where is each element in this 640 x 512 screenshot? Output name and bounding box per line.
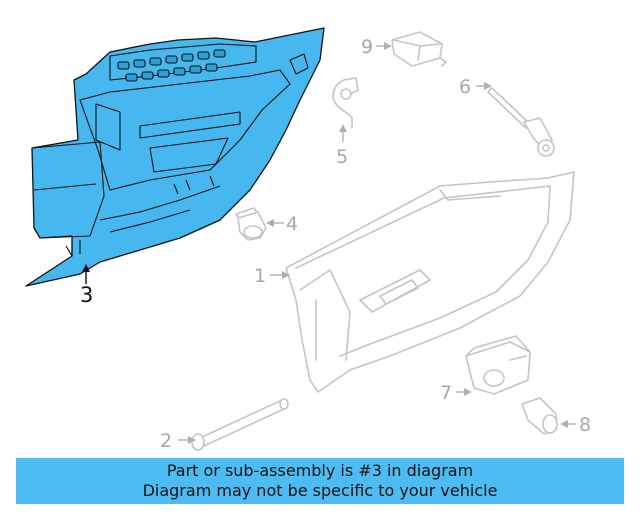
callout-2: 2 — [160, 430, 172, 452]
callout-5: 5 — [336, 146, 348, 168]
banner-line-2: Diagram may not be specific to your vehi… — [142, 481, 498, 500]
part-6-damper[interactable] — [487, 87, 555, 157]
leader-lines — [82, 42, 576, 444]
banner-line-1: Part or sub-assembly is #3 in diagram — [166, 461, 474, 480]
part-3-glove-box-housing[interactable] — [25, 27, 325, 287]
part-1-glove-box-door[interactable] — [285, 171, 575, 393]
callout-7: 7 — [440, 382, 452, 404]
callout-4: 4 — [286, 213, 298, 235]
part-8-plug[interactable] — [521, 397, 558, 435]
part-4-bumper[interactable] — [235, 207, 267, 241]
callout-8: 8 — [579, 414, 591, 436]
callout-9: 9 — [361, 36, 373, 58]
part-3-top-vents — [117, 49, 226, 82]
part-7-latch[interactable] — [465, 335, 531, 395]
part-2-pin[interactable] — [191, 398, 289, 451]
callout-3: 3 — [80, 283, 93, 307]
callout-6: 6 — [459, 76, 471, 98]
part-9-switch[interactable] — [391, 31, 447, 67]
part-5-striker[interactable] — [332, 77, 359, 129]
callout-1: 1 — [254, 265, 266, 287]
info-banner: Part or sub-assembly is #3 in diagram Di… — [16, 458, 624, 504]
